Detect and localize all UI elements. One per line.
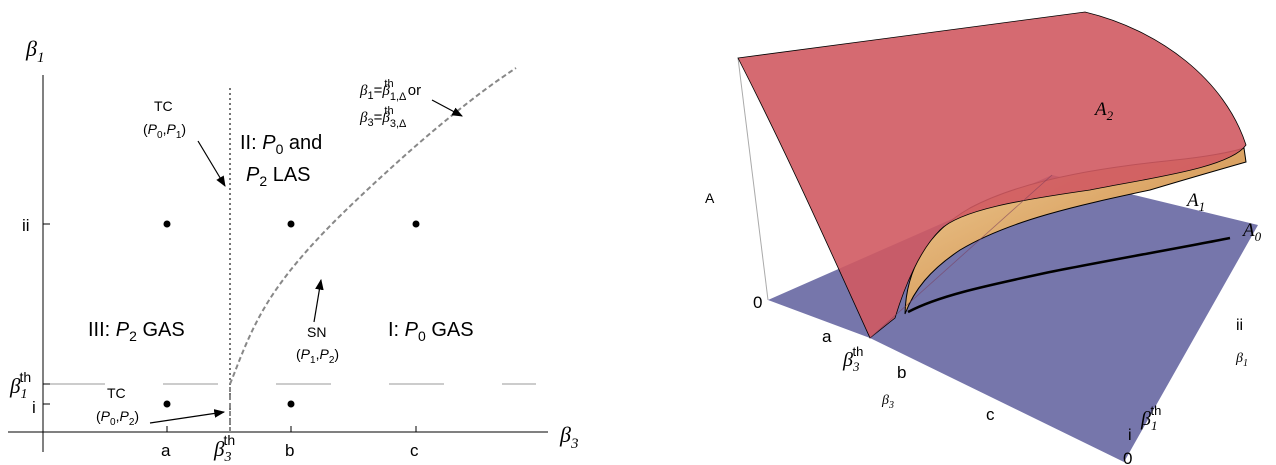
- region-III-label: III: P2 GAS: [88, 319, 185, 344]
- box-edge-vertical: [737, 57, 769, 301]
- tick-label-beta1-th: β1th: [1140, 403, 1161, 433]
- label-A2: A2: [1093, 99, 1114, 123]
- tick-label-c: c: [986, 405, 995, 424]
- axis-label-A: A: [705, 190, 715, 206]
- tick-label-ii: ii: [1236, 317, 1243, 334]
- region-II-label-line2: P2 LAS: [246, 164, 311, 189]
- region-I-label: I: P0 GAS: [388, 319, 474, 344]
- surface-plot-3d: A2 A1 A0 A 0 0 a b c ii i β3th β1th β3 β…: [705, 11, 1262, 465]
- sn-pair: (P1,P2): [296, 346, 339, 366]
- tc-top-title: TC: [154, 98, 173, 114]
- axis-y-label: β1: [25, 36, 44, 66]
- sn-title: SN: [307, 324, 326, 340]
- x-tick-label-c: c: [410, 441, 419, 460]
- tc-top-arrow: [197, 140, 226, 187]
- zero-left: 0: [753, 293, 762, 312]
- region-II-label-line1: II: P0 and: [240, 132, 322, 157]
- tc-bottom-pair: (P0,P2): [96, 408, 139, 428]
- label-A1: A1: [1185, 190, 1205, 214]
- axis-label-beta3: β3: [881, 393, 894, 411]
- y-tick-label-beta1-th: β1th: [9, 369, 31, 402]
- y-tick-label-ii: ii: [22, 216, 30, 235]
- curve-on-A0: [907, 236, 1231, 314]
- point-a-ii: [163, 220, 171, 228]
- x-tick-label-a: a: [161, 441, 171, 460]
- y-tick-label-i: i: [32, 398, 36, 417]
- tick-label-b: b: [897, 363, 906, 382]
- axis-x-label: β3: [559, 422, 578, 452]
- x-tick-label-b: b: [285, 441, 294, 460]
- tc-bottom-arrow: [149, 409, 226, 424]
- tc-bottom-title: TC: [107, 385, 126, 401]
- phase-diagram: β1 β3 a b c β3th ii i β1th III: P2 GAS I…: [8, 36, 578, 465]
- point-b-i: [287, 400, 295, 408]
- point-c-ii: [412, 220, 420, 228]
- curve-label-line2: β3=β3,Δth: [359, 105, 407, 130]
- label-A0: A0: [1241, 220, 1262, 244]
- curve-label-arrow: [431, 99, 463, 117]
- surface-A2: [737, 11, 1247, 339]
- tick-label-i: i: [1128, 427, 1132, 444]
- point-a-i: [163, 400, 171, 408]
- surface-A2-edge: [869, 174, 1053, 339]
- tick-label-a: a: [822, 327, 832, 346]
- axis-label-beta1: β1: [1235, 351, 1248, 369]
- sn-arrow: [313, 278, 324, 323]
- tc-top-pair: (P0,P1): [143, 121, 186, 141]
- point-b-ii: [287, 220, 295, 228]
- x-tick-label-beta3-th: β3th: [213, 432, 235, 465]
- zero-bottom: 0: [1123, 449, 1132, 465]
- curve-label-line1: β1=β1,Δth or: [359, 78, 421, 103]
- tick-label-beta3-th: β3th: [842, 344, 863, 374]
